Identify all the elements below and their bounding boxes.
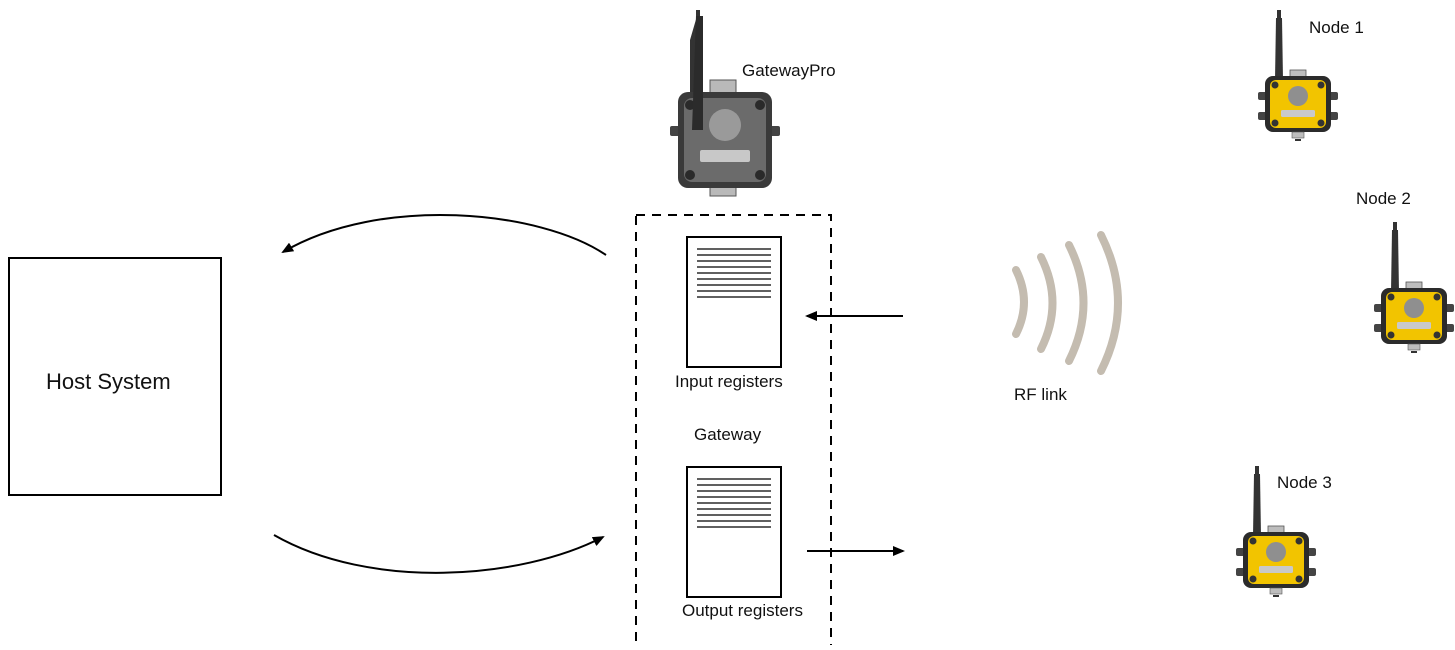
- rf-link-label: RF link: [1014, 385, 1067, 404]
- node-1-label: Node 1: [1309, 18, 1364, 37]
- gateway-boundary: [635, 214, 832, 650]
- gateway-device-icon: [670, 10, 780, 197]
- input-registers-document: [686, 236, 782, 368]
- node-2-label: Node 2: [1356, 189, 1411, 208]
- gateway-label: Gateway: [694, 425, 762, 444]
- rf-wave-icon: [1012, 231, 1122, 375]
- host-system-label: Host System: [46, 369, 171, 394]
- gateway-to-host-arrow: [281, 214, 607, 256]
- output-registers-label: Output registers: [682, 601, 803, 620]
- node-3-label: Node 3: [1277, 473, 1332, 492]
- output-registers-document: [686, 466, 782, 598]
- host-system-box: [8, 257, 222, 496]
- input-registers-label: Input registers: [675, 372, 783, 391]
- node-2-icon: [1374, 222, 1454, 354]
- host-to-gateway-arrow: [273, 534, 605, 574]
- gateway-device-label: GatewayPro: [742, 61, 836, 80]
